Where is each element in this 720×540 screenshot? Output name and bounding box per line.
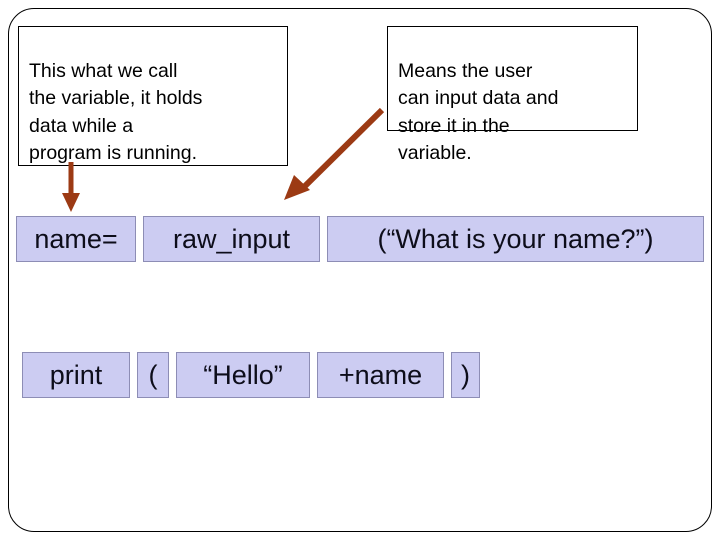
code-token-prompt-string[interactable]: (“What is your name?”) <box>327 216 704 262</box>
callout-input-overflow-text: variable. <box>398 141 472 164</box>
code-token-name-assign[interactable]: name= <box>16 216 136 262</box>
callout-input-text: Means the user can input data and store … <box>398 60 559 137</box>
code-token-raw-input[interactable]: raw_input <box>143 216 320 262</box>
code-token-plus-name[interactable]: +name <box>317 352 444 398</box>
arrow-to-raw-input-token-icon <box>284 107 385 200</box>
code-line-print: print ( “Hello” +name ) <box>22 352 480 398</box>
code-token-print[interactable]: print <box>22 352 130 398</box>
callout-variable-explanation: This what we call the variable, it holds… <box>18 26 288 166</box>
arrow-to-name-token-icon <box>62 162 80 212</box>
code-line-input: name= raw_input (“What is your name?”) <box>16 216 704 262</box>
code-token-close-paren[interactable]: ) <box>451 352 480 398</box>
callout-input-explanation: Means the user can input data and store … <box>387 26 638 164</box>
callout-variable-text: This what we call the variable, it holds… <box>29 60 203 164</box>
code-token-hello-string[interactable]: “Hello” <box>176 352 310 398</box>
code-token-open-paren[interactable]: ( <box>137 352 169 398</box>
